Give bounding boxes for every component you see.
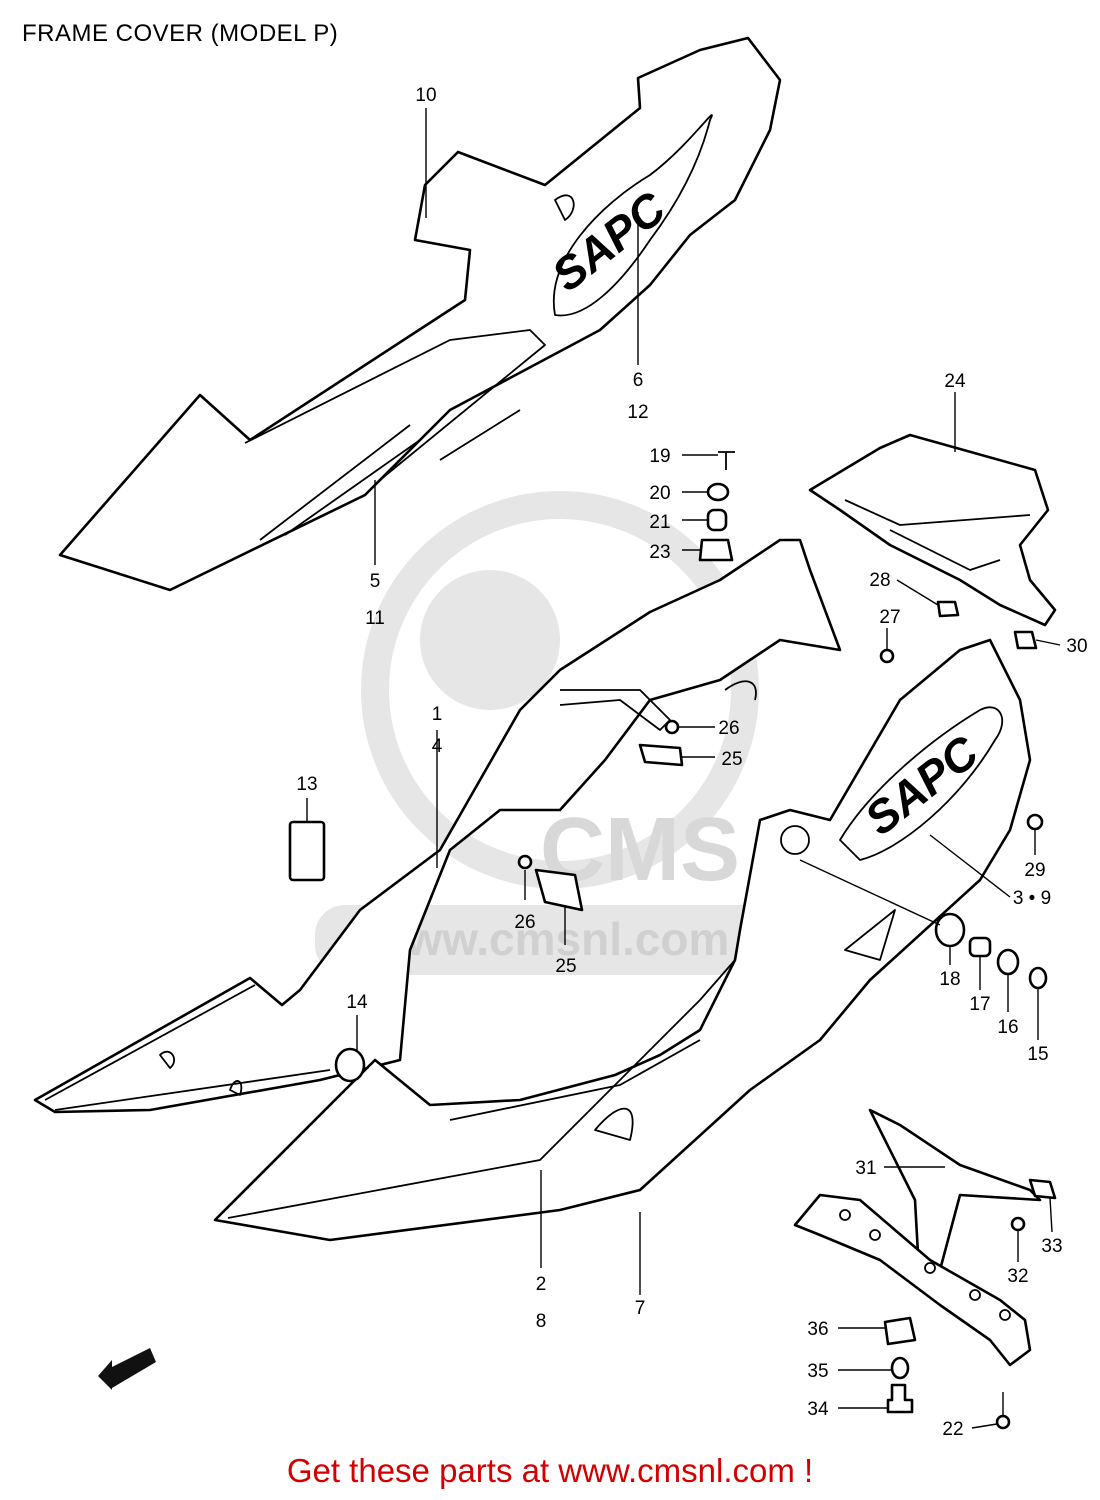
screw-32-icon: [1010, 1216, 1026, 1232]
leader-lines: [306, 108, 1061, 1429]
callout-36: 36: [807, 1319, 828, 1340]
callout-8: 8: [536, 1311, 547, 1332]
grommet-36-icon: [883, 1316, 917, 1346]
screw-29-icon: [1026, 813, 1044, 831]
callout-20: 20: [649, 483, 670, 504]
screw-26-icon: [517, 854, 533, 870]
callout-27: 27: [879, 607, 900, 628]
callout-25b: 25: [555, 956, 576, 977]
callout-33: 33: [1041, 1236, 1062, 1257]
bolt-15-icon: [1028, 966, 1048, 990]
callout-24: 24: [944, 371, 966, 392]
main-frame-cover: [33, 538, 842, 1114]
callout-32: 32: [1007, 1266, 1028, 1287]
nut-30-icon: [1013, 630, 1038, 650]
collar-35-icon: [890, 1356, 910, 1380]
small-parts: [288, 451, 1057, 1430]
collar-21-icon: [706, 508, 728, 532]
callout-23: 23: [649, 542, 670, 563]
callout-16: 16: [997, 1017, 1018, 1038]
callout-19: 19: [649, 446, 670, 467]
screw-19-icon: [718, 451, 735, 470]
callout-7: 7: [635, 1298, 646, 1319]
pad-13-icon: [288, 820, 326, 882]
watermark: www.cmsnl.com CMS: [315, 491, 785, 975]
callout-26b: 26: [514, 912, 535, 933]
callout-22: 22: [942, 1419, 963, 1440]
upper-frame-cover: SAPC: [58, 36, 782, 592]
callout-35: 35: [807, 1361, 828, 1382]
screw-27-icon: [879, 648, 895, 664]
callout-11: 11: [365, 608, 385, 629]
clip-25b-icon: [638, 743, 684, 767]
callout-30: 30: [1066, 636, 1087, 657]
callout-12: 12: [627, 402, 648, 423]
callout-26a: 26: [718, 718, 739, 739]
callout-15: 15: [1027, 1044, 1048, 1065]
grommet-14-icon: [334, 1047, 366, 1083]
callout-1: 1: [432, 704, 443, 725]
callout-10: 10: [415, 85, 436, 106]
callout-2: 2: [536, 1274, 547, 1295]
watermark-text: www.cmsnl.com: [370, 913, 730, 965]
callout-4: 4: [432, 736, 443, 757]
lower-side-cover: SAPC: [213, 638, 1032, 1242]
screw-26b-icon: [664, 719, 680, 735]
page-title: FRAME COVER (MODEL P): [22, 20, 339, 47]
front-arrow-icon: [98, 1348, 156, 1390]
callout-21: 21: [649, 512, 670, 533]
washer-20-icon: [706, 482, 730, 502]
collar-17-icon: [968, 936, 992, 958]
grommet-18-icon: [934, 912, 966, 948]
callout-25a: 25: [721, 749, 742, 770]
callout-3-9: 3 • 9: [1013, 888, 1051, 909]
screw-22-icon: [995, 1414, 1011, 1430]
callout-18: 18: [939, 969, 960, 990]
fastener-28-icon: [936, 600, 960, 618]
callout-28: 28: [869, 570, 890, 591]
callout-13: 13: [296, 774, 317, 795]
washer-16-icon: [996, 948, 1020, 976]
bolt-34-icon: [886, 1383, 914, 1414]
footer-link[interactable]: Get these parts at www.cmsnl.com !: [286, 1452, 814, 1489]
callout-5: 5: [370, 571, 381, 592]
callout-29: 29: [1024, 860, 1045, 881]
callouts: 10 6 12 24 19 20 21 23 28 27 30 5 11 1 4…: [296, 85, 1087, 1440]
bracket: [793, 1108, 1042, 1367]
callout-14: 14: [346, 992, 368, 1013]
callout-17: 17: [969, 994, 990, 1015]
grommet-23-icon: [698, 538, 734, 562]
callout-31: 31: [855, 1158, 876, 1179]
clip-25-icon: [534, 868, 584, 912]
tail-piece: [808, 433, 1057, 627]
clip-33-icon: [1028, 1178, 1057, 1200]
callout-34: 34: [807, 1399, 829, 1420]
callout-6: 6: [633, 370, 644, 391]
